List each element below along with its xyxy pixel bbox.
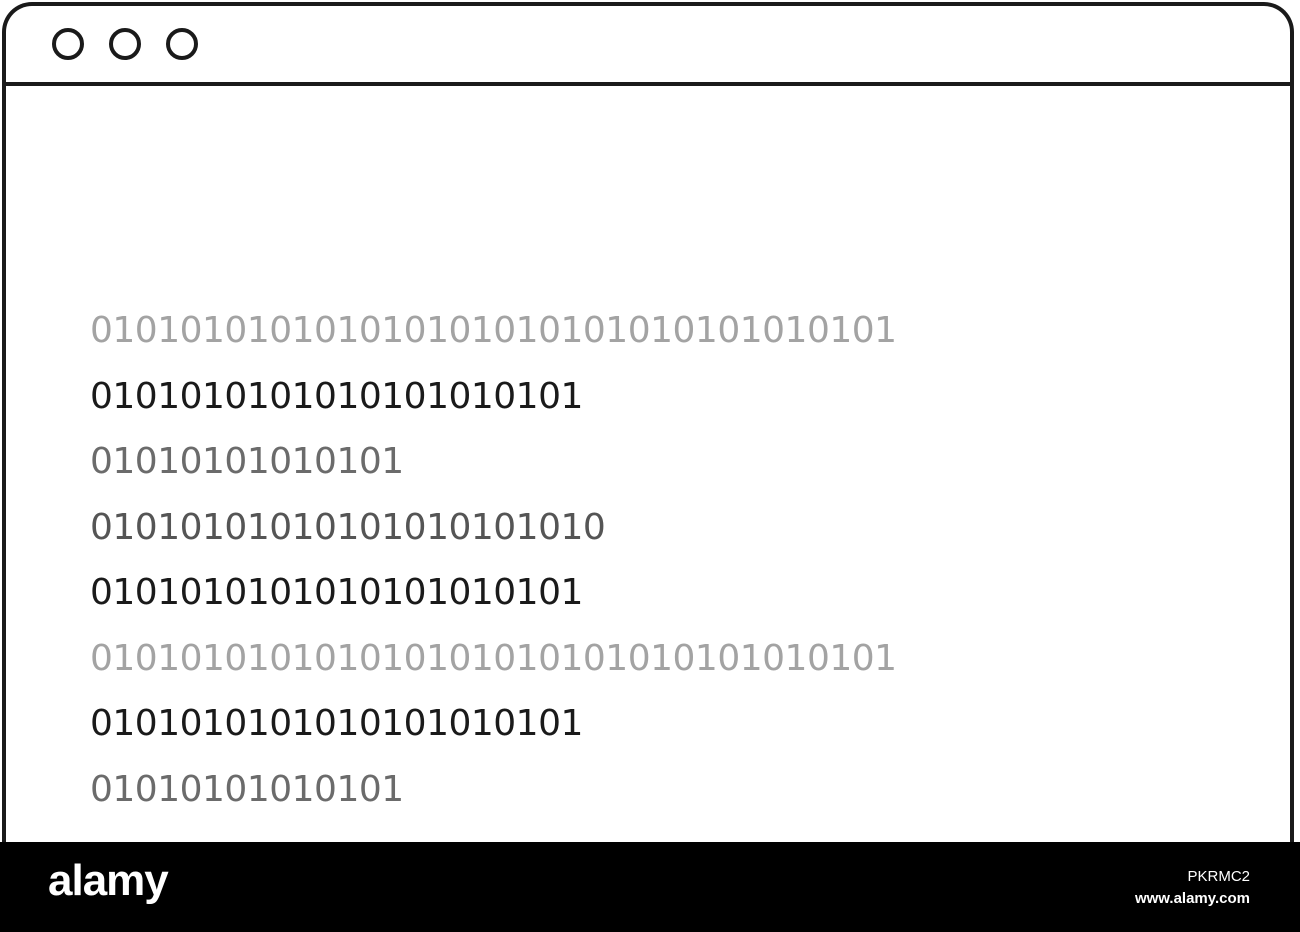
- brand-logo: alamy: [48, 856, 169, 905]
- image-id-label: PKRMC2: [1187, 868, 1250, 885]
- browser-window: 010101010101010101010101010101010101 010…: [2, 2, 1294, 846]
- window-control-3-circle-icon[interactable]: [166, 28, 198, 60]
- binary-line: 01010101010101: [90, 768, 404, 810]
- window-control-2-circle-icon[interactable]: [109, 28, 141, 60]
- site-url: www.alamy.com: [1134, 890, 1250, 907]
- binary-line: 010101010101010101010101010101010101: [90, 637, 897, 679]
- title-bar: [6, 6, 1290, 86]
- binary-line: 010101010101010101010101010101010101: [90, 310, 897, 351]
- binary-code-area: 010101010101010101010101010101010101 010…: [90, 298, 897, 822]
- binary-line: 01010101010101: [90, 441, 404, 482]
- binary-line: 01010101010101010101010: [90, 506, 606, 548]
- binary-line: 0101010101010101010101: [90, 703, 583, 744]
- watermark-footer: alamy PKRMC2 www.alamy.com: [0, 842, 1300, 932]
- binary-line: 0101010101010101010101: [90, 572, 583, 613]
- window-control-1-circle-icon[interactable]: [52, 28, 84, 60]
- binary-line: 0101010101010101010101: [90, 375, 583, 417]
